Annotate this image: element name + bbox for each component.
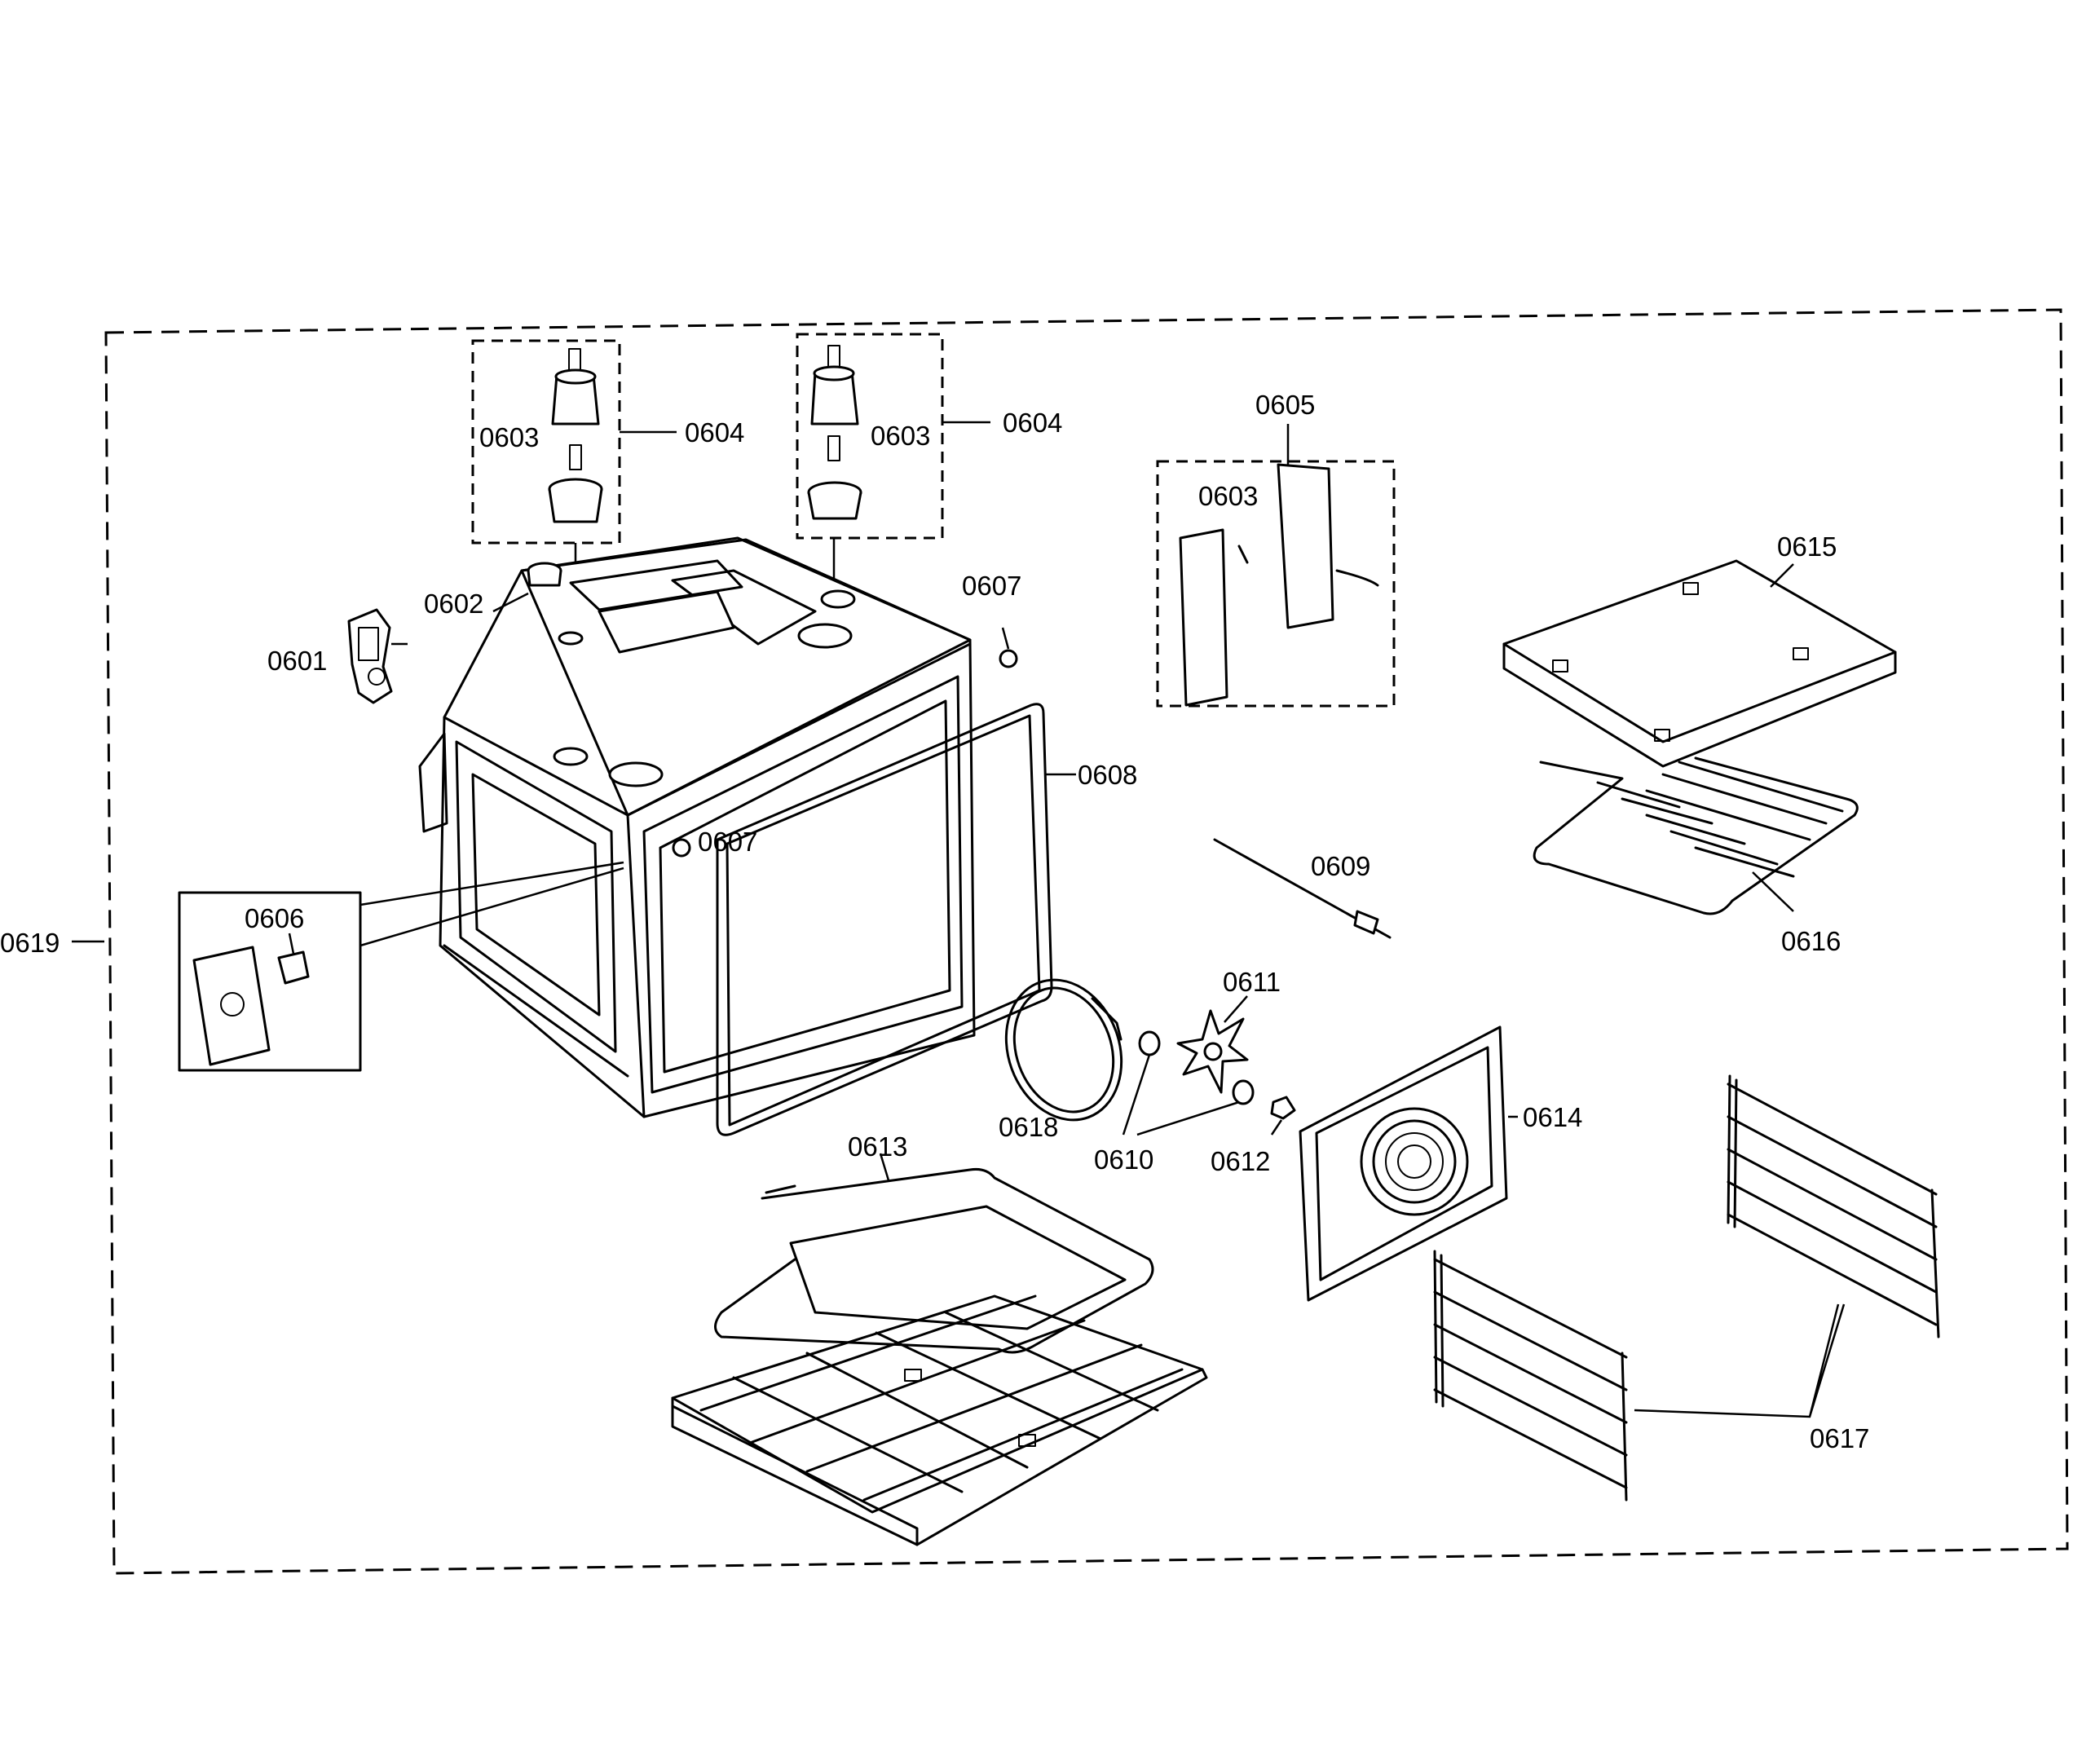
label-0609: 0609 <box>1311 851 1370 881</box>
label-0611: 0611 <box>1223 967 1281 997</box>
label-0604-right: 0604 <box>1003 408 1062 438</box>
label-0615: 0615 <box>1777 531 1837 562</box>
label-0603-middle: 0603 <box>871 421 930 451</box>
label-0612: 0612 <box>1211 1146 1270 1176</box>
convection-cover <box>1299 1025 1518 1302</box>
label-0605: 0605 <box>1255 390 1315 420</box>
lamp-assembly-right <box>796 333 990 593</box>
part-labels: 0601 0602 0603 0604 0603 0604 0605 0603 … <box>0 390 1869 1453</box>
label-0603-left: 0603 <box>479 422 539 452</box>
label-0610: 0610 <box>1094 1144 1153 1175</box>
top-cover-plate <box>1502 559 1897 768</box>
label-0602: 0602 <box>424 589 483 619</box>
assembly-boundary <box>72 308 2069 1575</box>
bottom-plate <box>671 1294 1208 1546</box>
inset-0606 <box>178 861 624 1072</box>
grommet-parts <box>672 627 1018 858</box>
temperature-sensor-rod <box>1213 838 1392 939</box>
label-0607-top: 0607 <box>962 571 1021 601</box>
convection-ring-element <box>1004 978 1123 1122</box>
broil-element <box>1533 756 1859 915</box>
lamp-assembly-left <box>471 339 677 599</box>
label-0608: 0608 <box>1078 760 1137 790</box>
label-0618: 0618 <box>999 1112 1058 1142</box>
bake-element <box>714 1153 1154 1354</box>
label-0603-housing: 0603 <box>1198 481 1258 511</box>
label-0601: 0601 <box>267 646 327 676</box>
label-0614: 0614 <box>1523 1102 1582 1132</box>
label-0613: 0613 <box>848 1131 907 1162</box>
rack-supports <box>1433 1074 1940 1502</box>
fan-parts <box>1122 995 1296 1136</box>
label-0606: 0606 <box>245 903 304 933</box>
oven-cavity <box>418 536 976 1118</box>
label-0616: 0616 <box>1781 926 1841 956</box>
label-0604-left: 0604 <box>685 417 744 448</box>
label-0619: 0619 <box>0 928 60 958</box>
convection-motor <box>347 608 408 704</box>
connector-0602 <box>492 562 562 613</box>
label-0607-front: 0607 <box>698 827 757 857</box>
label-0617: 0617 <box>1810 1423 1869 1453</box>
lamp-housing-0605 <box>1156 424 1396 708</box>
